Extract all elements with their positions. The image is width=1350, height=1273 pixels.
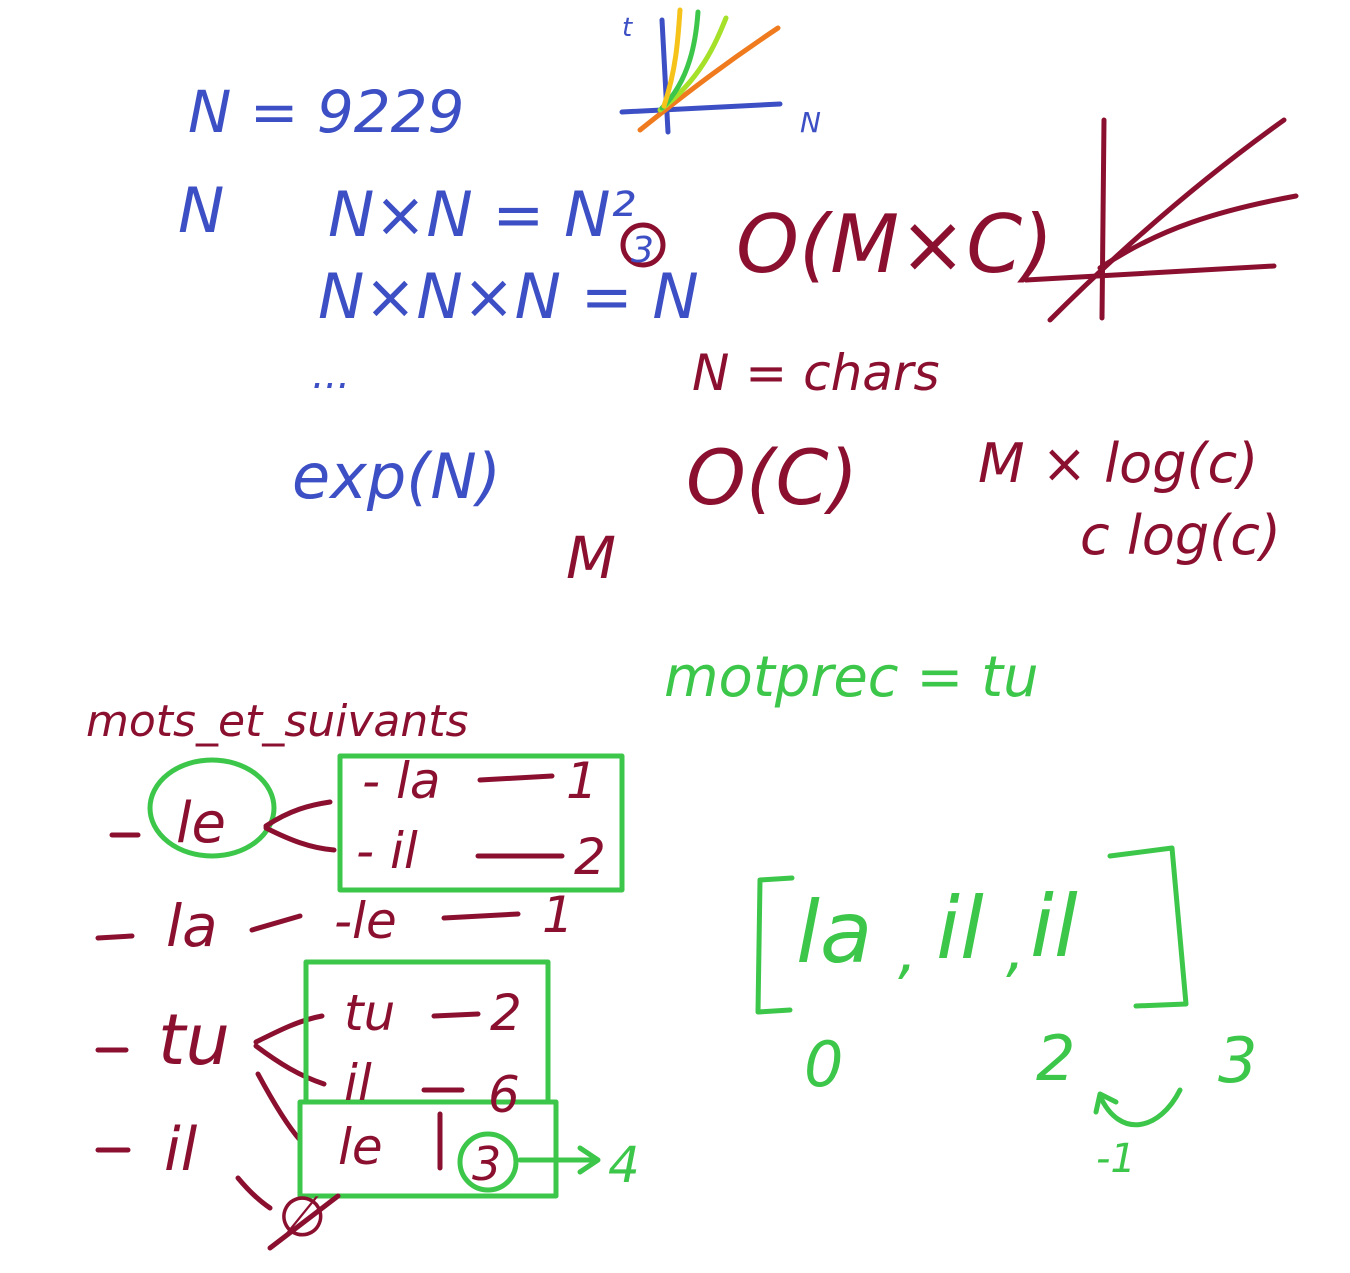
follower-count: 6 — [488, 1066, 520, 1124]
dict-key-la: la — [166, 892, 218, 960]
empty-set: ∅ — [278, 1185, 327, 1250]
o-c-text: O(C) — [686, 433, 858, 522]
follower-label: il — [344, 1054, 372, 1112]
follower-count: 1 — [566, 752, 598, 810]
list-bracket-right — [1107, 845, 1189, 1009]
dict-key-tu: tu — [158, 999, 230, 1081]
exponent-circle — [620, 222, 666, 268]
m-log-c-text: M × log(c) — [978, 432, 1258, 495]
follower-count: 2 — [574, 828, 606, 886]
count-connector — [431, 1011, 481, 1019]
list-separator: , — [898, 917, 917, 987]
list-item: il — [936, 879, 984, 979]
exponent-circled-text: 3 — [631, 230, 654, 271]
follower-label: le — [338, 1118, 383, 1176]
sketch-curve-green — [659, 9, 701, 111]
complexity-y-axis — [1099, 117, 1107, 321]
dict-key-il: il — [164, 1115, 198, 1185]
updated-count: 4 — [608, 1136, 640, 1194]
minus-one-text: -1 — [1096, 1136, 1136, 1182]
complexity-x-axis — [1023, 263, 1277, 283]
sketch-curve-yellow — [661, 7, 683, 109]
blue-notes: N = 9229 N N×N = N² N×N×N = N 3 ... exp(… — [178, 78, 699, 513]
follower-count: 2 — [490, 984, 522, 1042]
tu-new-entry-box — [297, 1099, 559, 1199]
branch-line — [255, 1071, 303, 1143]
step-back-arrow-head — [1093, 1091, 1119, 1115]
branch-line — [253, 1043, 327, 1087]
branch-line — [263, 825, 337, 853]
list-item: la — [796, 883, 873, 983]
sketch-curve-orange — [637, 25, 781, 133]
list-item: il — [1030, 877, 1078, 977]
count-connector — [477, 773, 555, 783]
exp-text: exp(N) — [292, 440, 501, 513]
follower-count: 3 — [472, 1137, 501, 1191]
list-index: 3 — [1218, 1024, 1257, 1097]
complexity-curve-steep — [1047, 117, 1287, 323]
follower-label: tu — [344, 984, 395, 1042]
n-value-text: N = 9229 — [188, 78, 464, 146]
follower-label: - la — [362, 752, 440, 810]
le-followers-box — [337, 753, 625, 893]
sketch-y-axis — [659, 17, 671, 135]
sketch-x-label: N — [800, 106, 821, 139]
sketch-x-axis — [619, 101, 783, 115]
follower-label: - il — [356, 822, 418, 880]
mot-prec-text: motprec = tu — [664, 645, 1039, 710]
dict-tree: mots_et_suivants le - la 1 - il 2 la -le… — [86, 696, 640, 1251]
dict-title: mots_et_suivants — [86, 696, 468, 747]
o-mc-text: O(M×C) — [736, 198, 1053, 291]
list-bracket-left — [755, 875, 795, 1015]
complexity-curve-flat — [1097, 193, 1299, 271]
follower-label: -le — [334, 892, 397, 950]
m-text: M — [566, 524, 616, 592]
branch-line — [253, 1013, 325, 1045]
c-log-c-text: c log(c) — [1080, 504, 1281, 567]
branch-line — [249, 913, 303, 933]
empty-set-stroke — [267, 1193, 341, 1251]
step-back-arrow — [1097, 1087, 1183, 1128]
complexity-sketch — [1023, 117, 1299, 323]
increment-arrow-head — [577, 1145, 601, 1175]
red-notes: O(M×C) N = chars O(C) M M × log(c) c log… — [566, 198, 1281, 592]
dict-key-le: le — [176, 791, 226, 856]
bullet-dash — [95, 933, 135, 941]
n-cubed-text: N×N×N = N — [318, 260, 699, 333]
old-count-circle — [457, 1131, 519, 1193]
list-example: la , il , il 0 2 3 -1 — [755, 845, 1257, 1182]
n-text: N — [178, 174, 224, 247]
count-connector — [441, 911, 521, 921]
n-chars-text: N = chars — [692, 344, 940, 402]
list-index: 2 — [1036, 1022, 1075, 1095]
growth-sketch: t N — [619, 7, 821, 139]
n-squared-text: N×N = N² — [328, 178, 635, 251]
ellipsis-text: ... — [312, 352, 350, 398]
list-index: 0 — [804, 1028, 843, 1101]
branch-line — [235, 1175, 273, 1211]
sketch-y-label: t — [622, 13, 633, 43]
list-separator: , — [1006, 915, 1025, 985]
follower-count: 1 — [542, 886, 574, 944]
branch-line — [263, 799, 333, 829]
current-word-circle — [147, 757, 277, 859]
